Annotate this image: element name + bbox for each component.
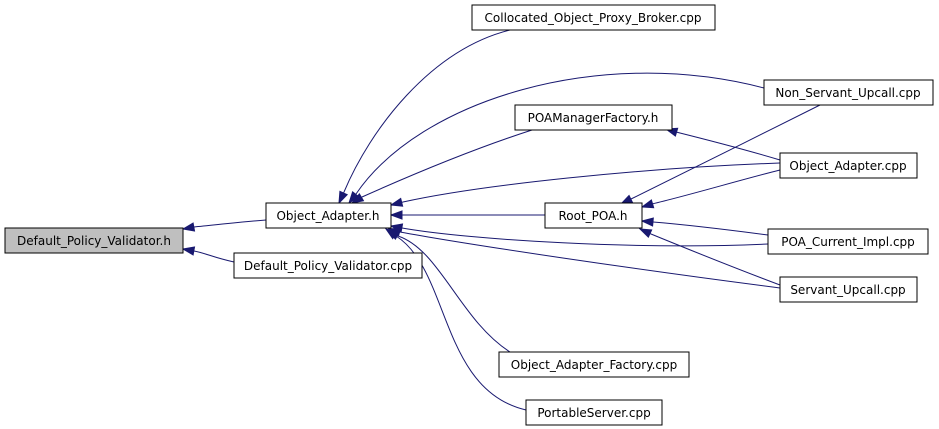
node-label: Collocated_Object_Proxy_Broker.cpp bbox=[485, 11, 702, 25]
edge-line bbox=[402, 162, 781, 203]
edge-rpoa-to-oa_h bbox=[389, 210, 545, 220]
edge-cop-to-oa_h bbox=[338, 29, 511, 205]
edge-line bbox=[650, 233, 781, 286]
node-label: Servant_Upcall.cpp bbox=[790, 283, 905, 297]
edge-oacpp-to-rpoa bbox=[640, 169, 781, 209]
node-label: PortableServer.cpp bbox=[537, 406, 650, 420]
node-label: POAManagerFactory.h bbox=[528, 111, 659, 125]
edge-line bbox=[630, 104, 821, 200]
edge-dpv_cpp-to-dpv_h bbox=[181, 246, 235, 263]
edge-line bbox=[355, 72, 765, 195]
arrowhead-icon bbox=[640, 217, 654, 227]
arrowhead-icon bbox=[338, 190, 349, 205]
node-portableserver-cpp[interactable]: PortableServer.cpp bbox=[525, 399, 663, 426]
node-root-poa-h[interactable]: Root_POA.h bbox=[544, 202, 643, 229]
node-default-policy-validator-h[interactable]: Default_Policy_Validator.h bbox=[4, 227, 184, 254]
edge-line bbox=[193, 219, 267, 228]
node-poamanagerfactory-h[interactable]: POAManagerFactory.h bbox=[514, 104, 673, 131]
node-poa-current-impl-cpp[interactable]: POA_Current_Impl.cpp bbox=[767, 228, 929, 255]
node-label: Root_POA.h bbox=[558, 209, 627, 223]
edge-line-tail bbox=[394, 234, 397, 237]
node-collocated-object-proxy-broker-cpp[interactable]: Collocated_Object_Proxy_Broker.cpp bbox=[471, 4, 716, 31]
edge-line bbox=[343, 29, 511, 193]
node-default-policy-validator-cpp[interactable]: Default_Policy_Validator.cpp bbox=[233, 252, 423, 279]
edge-oa_h-to-dpv_h bbox=[181, 219, 267, 232]
node-label: Default_Policy_Validator.cpp bbox=[244, 259, 412, 273]
node-label: Object_Adapter_Factory.cpp bbox=[511, 358, 677, 372]
arrowhead-icon bbox=[640, 199, 655, 209]
edge-line bbox=[401, 227, 769, 247]
edge-su-to-rpoa bbox=[638, 228, 781, 286]
edge-line bbox=[651, 169, 781, 205]
node-non-servant-upcall-cpp[interactable]: Non_Servant_Upcall.cpp bbox=[763, 79, 934, 106]
edge-pci-to-rpoa bbox=[640, 217, 769, 236]
edge-oacpp-to-oa_h bbox=[389, 162, 781, 207]
edge-line bbox=[399, 231, 781, 289]
edge-line bbox=[397, 235, 511, 353]
arrowhead-icon bbox=[389, 210, 403, 220]
edge-line bbox=[652, 221, 769, 236]
arrowhead-icon bbox=[181, 222, 196, 232]
edge-line bbox=[193, 250, 235, 263]
arrowhead-icon bbox=[638, 228, 653, 239]
edge-line bbox=[675, 131, 781, 161]
node-label: Default_Policy_Validator.h bbox=[17, 234, 171, 248]
node-label: POA_Current_Impl.cpp bbox=[781, 235, 915, 249]
arrowhead-icon bbox=[384, 228, 399, 240]
node-label: Object_Adapter.cpp bbox=[789, 159, 906, 173]
edge-su-to-oa_h bbox=[387, 227, 781, 289]
arrowhead-icon bbox=[389, 197, 404, 207]
node-servant-upcall-cpp[interactable]: Servant_Upcall.cpp bbox=[779, 276, 918, 303]
node-label: Non_Servant_Upcall.cpp bbox=[775, 86, 920, 100]
node-object-adapter-h[interactable]: Object_Adapter.h bbox=[265, 202, 392, 229]
node-object-adapter-cpp[interactable]: Object_Adapter.cpp bbox=[779, 152, 918, 179]
edge-oaf-to-oa_h bbox=[386, 229, 511, 353]
node-object-adapter-factory-cpp[interactable]: Object_Adapter_Factory.cpp bbox=[498, 351, 690, 378]
edge-pmf-to-oa_h bbox=[350, 129, 533, 204]
node-label: Object_Adapter.h bbox=[276, 209, 379, 223]
edge-line bbox=[361, 129, 533, 198]
arrowhead-icon bbox=[181, 246, 196, 256]
